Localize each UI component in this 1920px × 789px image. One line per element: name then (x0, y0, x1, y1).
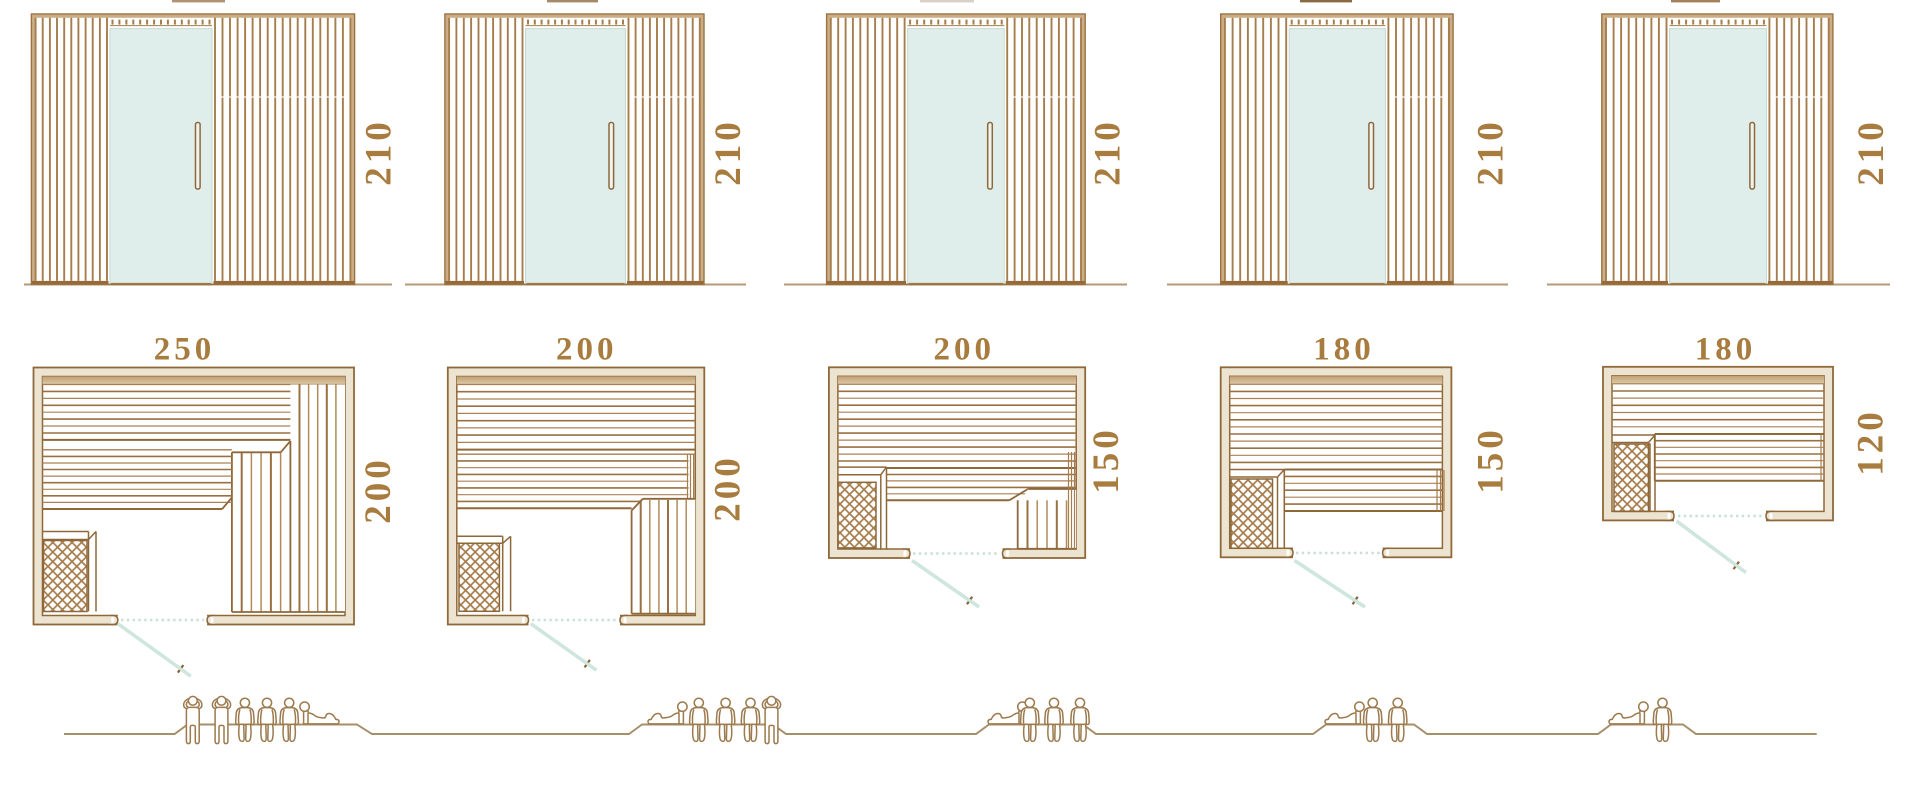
svg-text:200: 200 (358, 456, 399, 524)
svg-text:150: 150 (1471, 426, 1512, 494)
svg-text:200: 200 (556, 331, 618, 367)
svg-text:250: 250 (154, 331, 216, 367)
svg-text:120: 120 (1851, 408, 1892, 476)
svg-text:200: 200 (934, 331, 996, 367)
svg-text:210: 210 (708, 118, 749, 186)
svg-text:180: 180 (1695, 331, 1757, 367)
svg-text:210: 210 (1851, 118, 1892, 186)
svg-text:210: 210 (1471, 118, 1512, 186)
svg-text:210: 210 (359, 118, 400, 186)
svg-text:200: 200 (708, 454, 749, 522)
svg-text:180: 180 (1313, 331, 1375, 367)
svg-text:150: 150 (1086, 426, 1127, 494)
svg-text:210: 210 (1088, 118, 1129, 186)
